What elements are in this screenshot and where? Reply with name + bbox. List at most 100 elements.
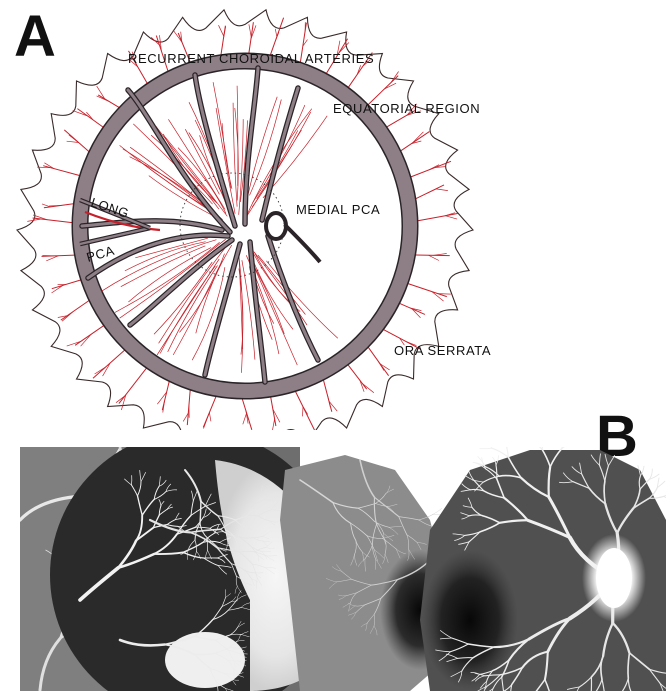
retinal-vein: [544, 678, 551, 691]
retinal-artery: [473, 479, 485, 492]
retinal-vein: [480, 681, 487, 689]
choroidal-vessel: [357, 507, 375, 522]
recurrent-artery-branch: [444, 212, 456, 217]
neovascular-frond: [219, 537, 231, 543]
choroidal-vessel: [384, 539, 397, 550]
neovascular-frond: [217, 565, 232, 568]
retinal-artery: [540, 426, 543, 435]
neovascular-frond: [240, 607, 251, 611]
neovascular-frond: [257, 554, 260, 562]
neovascular-frond: [244, 582, 253, 586]
retinal-vessel: [632, 488, 641, 510]
choroidal-branch: [232, 102, 238, 207]
choroidal-vessel: [385, 485, 391, 494]
choroidal-vessel: [338, 595, 347, 600]
retinal-vessel: [656, 477, 660, 489]
choroidal-vessel: [362, 551, 370, 558]
choroidal-branch: [114, 242, 220, 313]
neovascular-frond: [215, 639, 229, 651]
neovascular-frond: [244, 570, 256, 574]
retinal-artery: [483, 490, 505, 499]
recurrent-artery: [417, 213, 458, 222]
retinal-vessel: [127, 415, 134, 427]
recurrent-artery: [400, 131, 430, 152]
retinal-vein: [458, 670, 463, 683]
neovascular-frond: [193, 652, 216, 656]
retinal-artery: [543, 426, 549, 434]
recurrent-artery-branch: [37, 166, 51, 169]
recurrent-artery-branch: [377, 360, 385, 371]
neovascular-frond: [209, 667, 217, 683]
recurrent-artery-branch: [302, 406, 309, 415]
retinal-vein: [543, 650, 549, 681]
retinal-vessel: [578, 676, 592, 688]
long-pca-fill: [79, 198, 151, 230]
neovascular-frond: [235, 672, 244, 675]
choroidal-vessel: [355, 604, 366, 613]
recurrent-artery-branch: [150, 36, 160, 46]
neovascular-frond: [244, 582, 247, 590]
retinal-vessel: [639, 478, 650, 490]
choroidal-vessel: [384, 539, 387, 555]
neovascular-frond: [139, 469, 142, 482]
neovascular-frond: [253, 537, 264, 542]
recurrent-artery-branch: [406, 110, 422, 116]
recurrent-artery-branch: [27, 218, 42, 222]
retinal-artery: [522, 436, 531, 440]
retinal-vessel: [640, 465, 645, 477]
retinal-artery: [481, 514, 501, 524]
choroidal-vessel: [380, 579, 398, 600]
choroidal-vessel: [373, 496, 400, 518]
neovascular-frond: [246, 509, 254, 517]
choroidal-branch: [256, 130, 299, 199]
retinal-artery: [468, 514, 483, 517]
recurrent-artery-branch: [359, 380, 365, 392]
retinal-vein: [449, 643, 469, 653]
retinal-artery: [495, 464, 498, 480]
recurrent-artery-branch: [41, 203, 51, 208]
recurrent-choroidal-arteries: [27, 17, 458, 430]
recurrent-artery-branch: [338, 42, 350, 53]
neovascular-frond: [175, 512, 180, 520]
retinal-artery: [491, 447, 509, 458]
retinal-vessel: [637, 465, 641, 477]
recurrent-artery-branch: [61, 311, 74, 322]
neovascular-frond: [223, 672, 236, 675]
retinal-vessel: [604, 502, 619, 535]
recurrent-artery-branch: [121, 394, 127, 411]
choroidal-vessel: [406, 534, 410, 550]
retinal-vessel: [38, 637, 62, 691]
choroidal-branch: [150, 134, 220, 210]
neovascular-frond: [225, 593, 231, 598]
choroidal-vessel: [373, 626, 378, 636]
recurrent-artery-branch: [248, 24, 252, 37]
choroidal-vessel: [347, 602, 356, 607]
neovascular-frond: [202, 533, 214, 544]
retinal-artery: [464, 541, 470, 551]
recurrent-artery-branch: [66, 340, 82, 347]
neovascular-frond: [136, 495, 143, 516]
retinal-vein: [508, 638, 530, 661]
recurrent-artery-branch: [128, 58, 138, 68]
neovascular-frond: [177, 526, 184, 531]
choroidal-branch: [236, 85, 239, 186]
choroidal-branch: [191, 267, 226, 361]
neovascular-frond: [252, 494, 261, 506]
neovascular-frond: [214, 652, 229, 661]
retinal-vessel: [611, 621, 631, 655]
retinal-artery: [495, 455, 500, 466]
recurrent-artery: [367, 75, 399, 105]
long-pca-fill: [79, 226, 151, 246]
recurrent-artery-branch: [242, 412, 247, 425]
neovascular-frond: [230, 563, 246, 571]
choroidal-vessel: [370, 626, 375, 634]
neovascular-frond: [217, 546, 227, 552]
neovascular-frond: [207, 537, 218, 548]
retinal-vessel: [604, 453, 609, 467]
recurrent-artery-branch: [209, 412, 212, 422]
neovascular-frond: [252, 564, 266, 569]
retinal-artery: [575, 426, 582, 438]
neovascular-frond: [263, 499, 273, 501]
neovascular-frond: [233, 668, 235, 677]
neovascular-frond: [238, 646, 247, 649]
